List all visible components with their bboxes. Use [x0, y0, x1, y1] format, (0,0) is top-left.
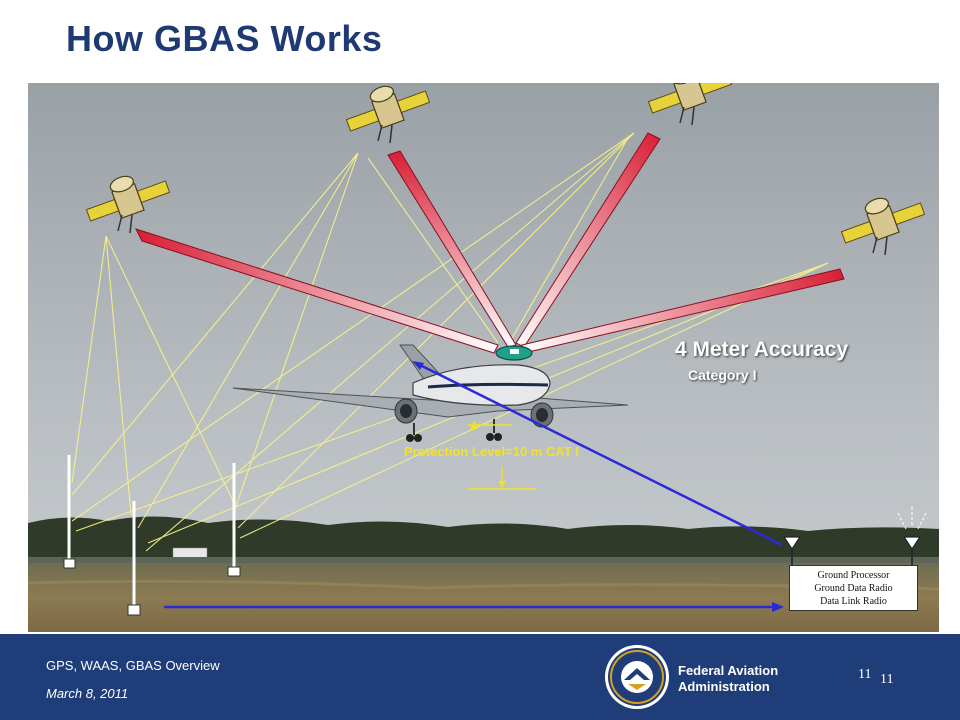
ground-data-radio-label: Ground Data Radio: [814, 583, 893, 594]
ground-processor-label: Ground Processor: [817, 570, 890, 581]
footer-bar: [0, 634, 960, 720]
signal-beam-1: [135, 228, 499, 354]
presentation-title: GPS, WAAS, GBAS Overview: [46, 658, 220, 673]
slide-title: How GBAS Works: [66, 18, 383, 59]
faa-seal-icon: [605, 645, 669, 709]
agency-name-line1: Federal Aviation: [678, 663, 779, 678]
vhf-data-broadcast-line: [415, 361, 783, 547]
signal-beam-2: [387, 150, 517, 348]
agency-name-line2: Administration: [678, 679, 770, 694]
accuracy-label: 4 Meter Accuracy: [675, 338, 849, 361]
protection-level-label: Protection Level=10 m CAT I: [404, 444, 579, 459]
ground-station-box: Ground Processor Ground Data Radio Data …: [789, 565, 918, 611]
reference-receiver-icon: [127, 501, 141, 616]
data-link-radio-label: Data Link Radio: [820, 596, 887, 607]
agency-name: Federal Aviation Administration: [678, 663, 778, 695]
page-number-overlay: 11: [880, 672, 894, 687]
category-label: Category I: [688, 367, 757, 383]
reference-receiver-icon: [227, 463, 241, 577]
gbas-diagram: [28, 83, 939, 632]
antenna-icon: [782, 536, 802, 565]
airplane-icon: [232, 344, 629, 442]
gbas-scene-svg: [28, 83, 939, 632]
protection-level-marker: [468, 421, 536, 490]
presentation-date: March 8, 2011: [46, 686, 129, 701]
page-number: 11: [858, 667, 872, 682]
reference-receiver-icon: [63, 455, 76, 569]
antenna-icon: [897, 507, 927, 565]
